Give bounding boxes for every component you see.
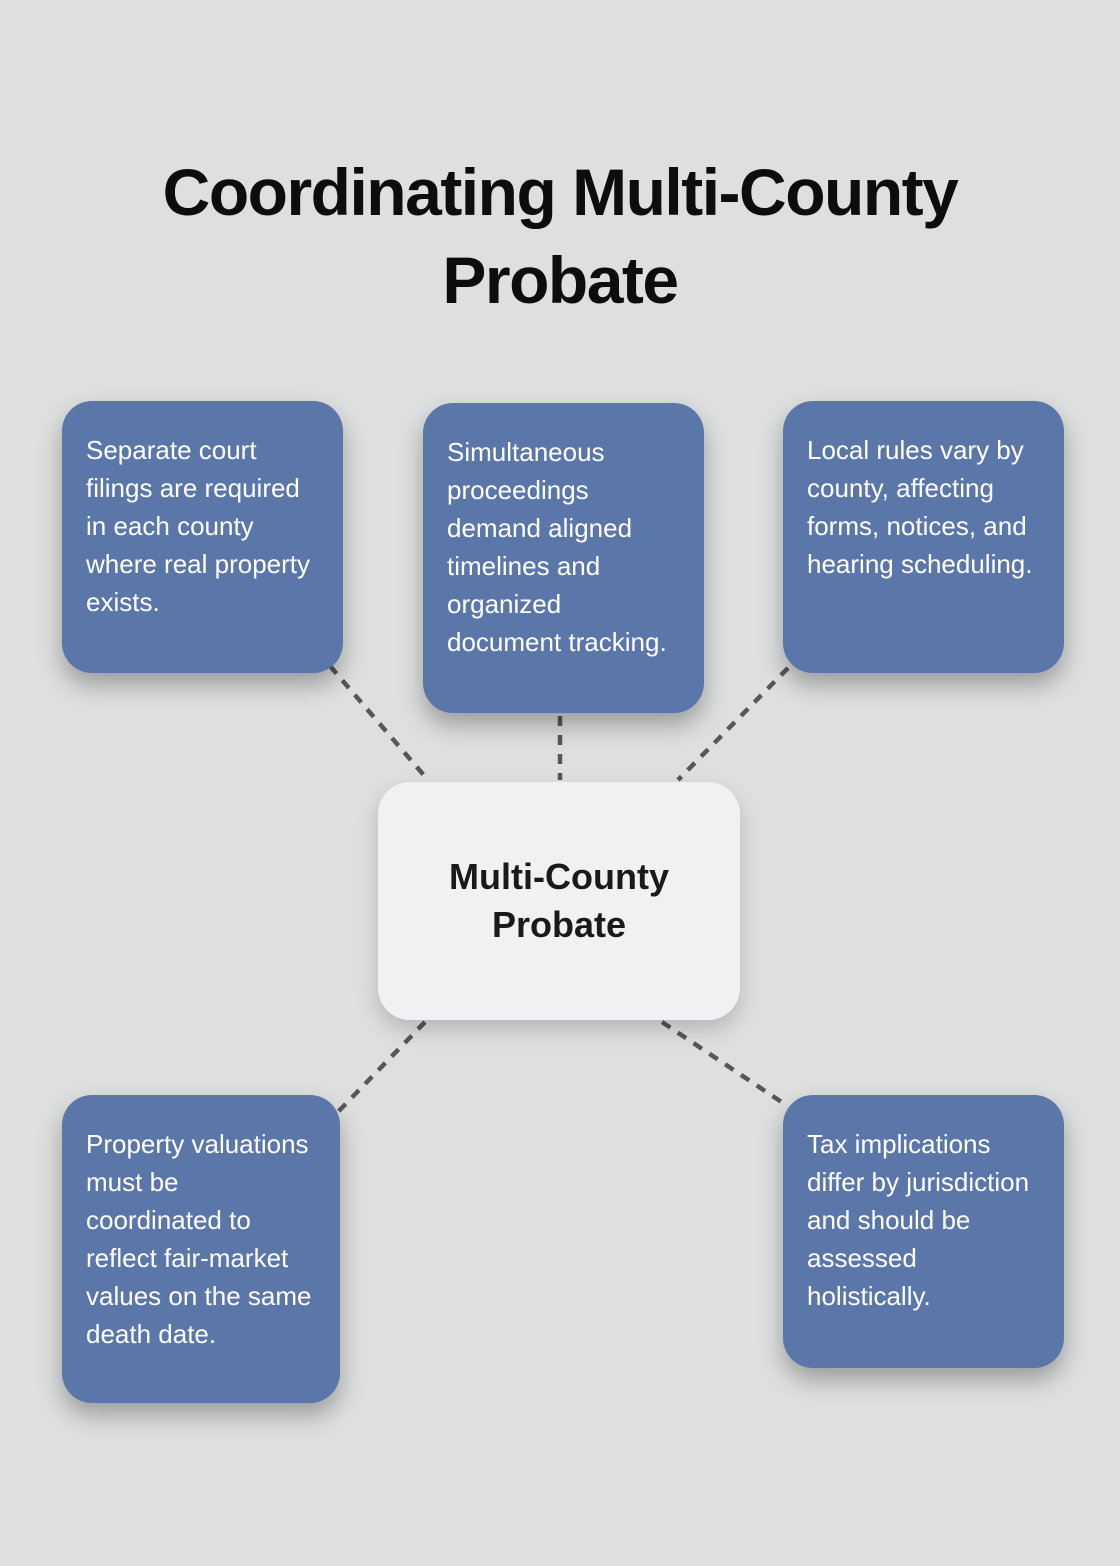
page-title: Coordinating Multi-County Probate <box>162 155 959 318</box>
node-tax-implications: Tax implications differ by jurisdiction … <box>783 1095 1064 1368</box>
node-local-rules: Local rules vary by county, affecting fo… <box>783 401 1064 673</box>
node-property-valuations-text: Property valuations must be coordinated … <box>86 1129 312 1349</box>
node-separate-filings: Separate court filings are required in e… <box>62 401 343 673</box>
center-node-label: Multi-County Probate <box>449 856 669 945</box>
node-property-valuations: Property valuations must be coordinated … <box>62 1095 340 1403</box>
connector-bottom-right <box>660 1020 785 1105</box>
connector-bottom-left <box>331 1020 427 1119</box>
center-node: Multi-County Probate <box>378 782 740 1020</box>
node-simultaneous-proceedings-text: Simultaneous proceedings demand aligned … <box>447 437 667 657</box>
node-simultaneous-proceedings: Simultaneous proceedings demand aligned … <box>423 403 704 713</box>
node-separate-filings-text: Separate court filings are required in e… <box>86 435 310 617</box>
connector-top-left <box>328 664 430 782</box>
node-local-rules-text: Local rules vary by county, affecting fo… <box>807 435 1033 579</box>
connector-top-right <box>676 666 790 782</box>
node-tax-implications-text: Tax implications differ by jurisdiction … <box>807 1129 1030 1311</box>
